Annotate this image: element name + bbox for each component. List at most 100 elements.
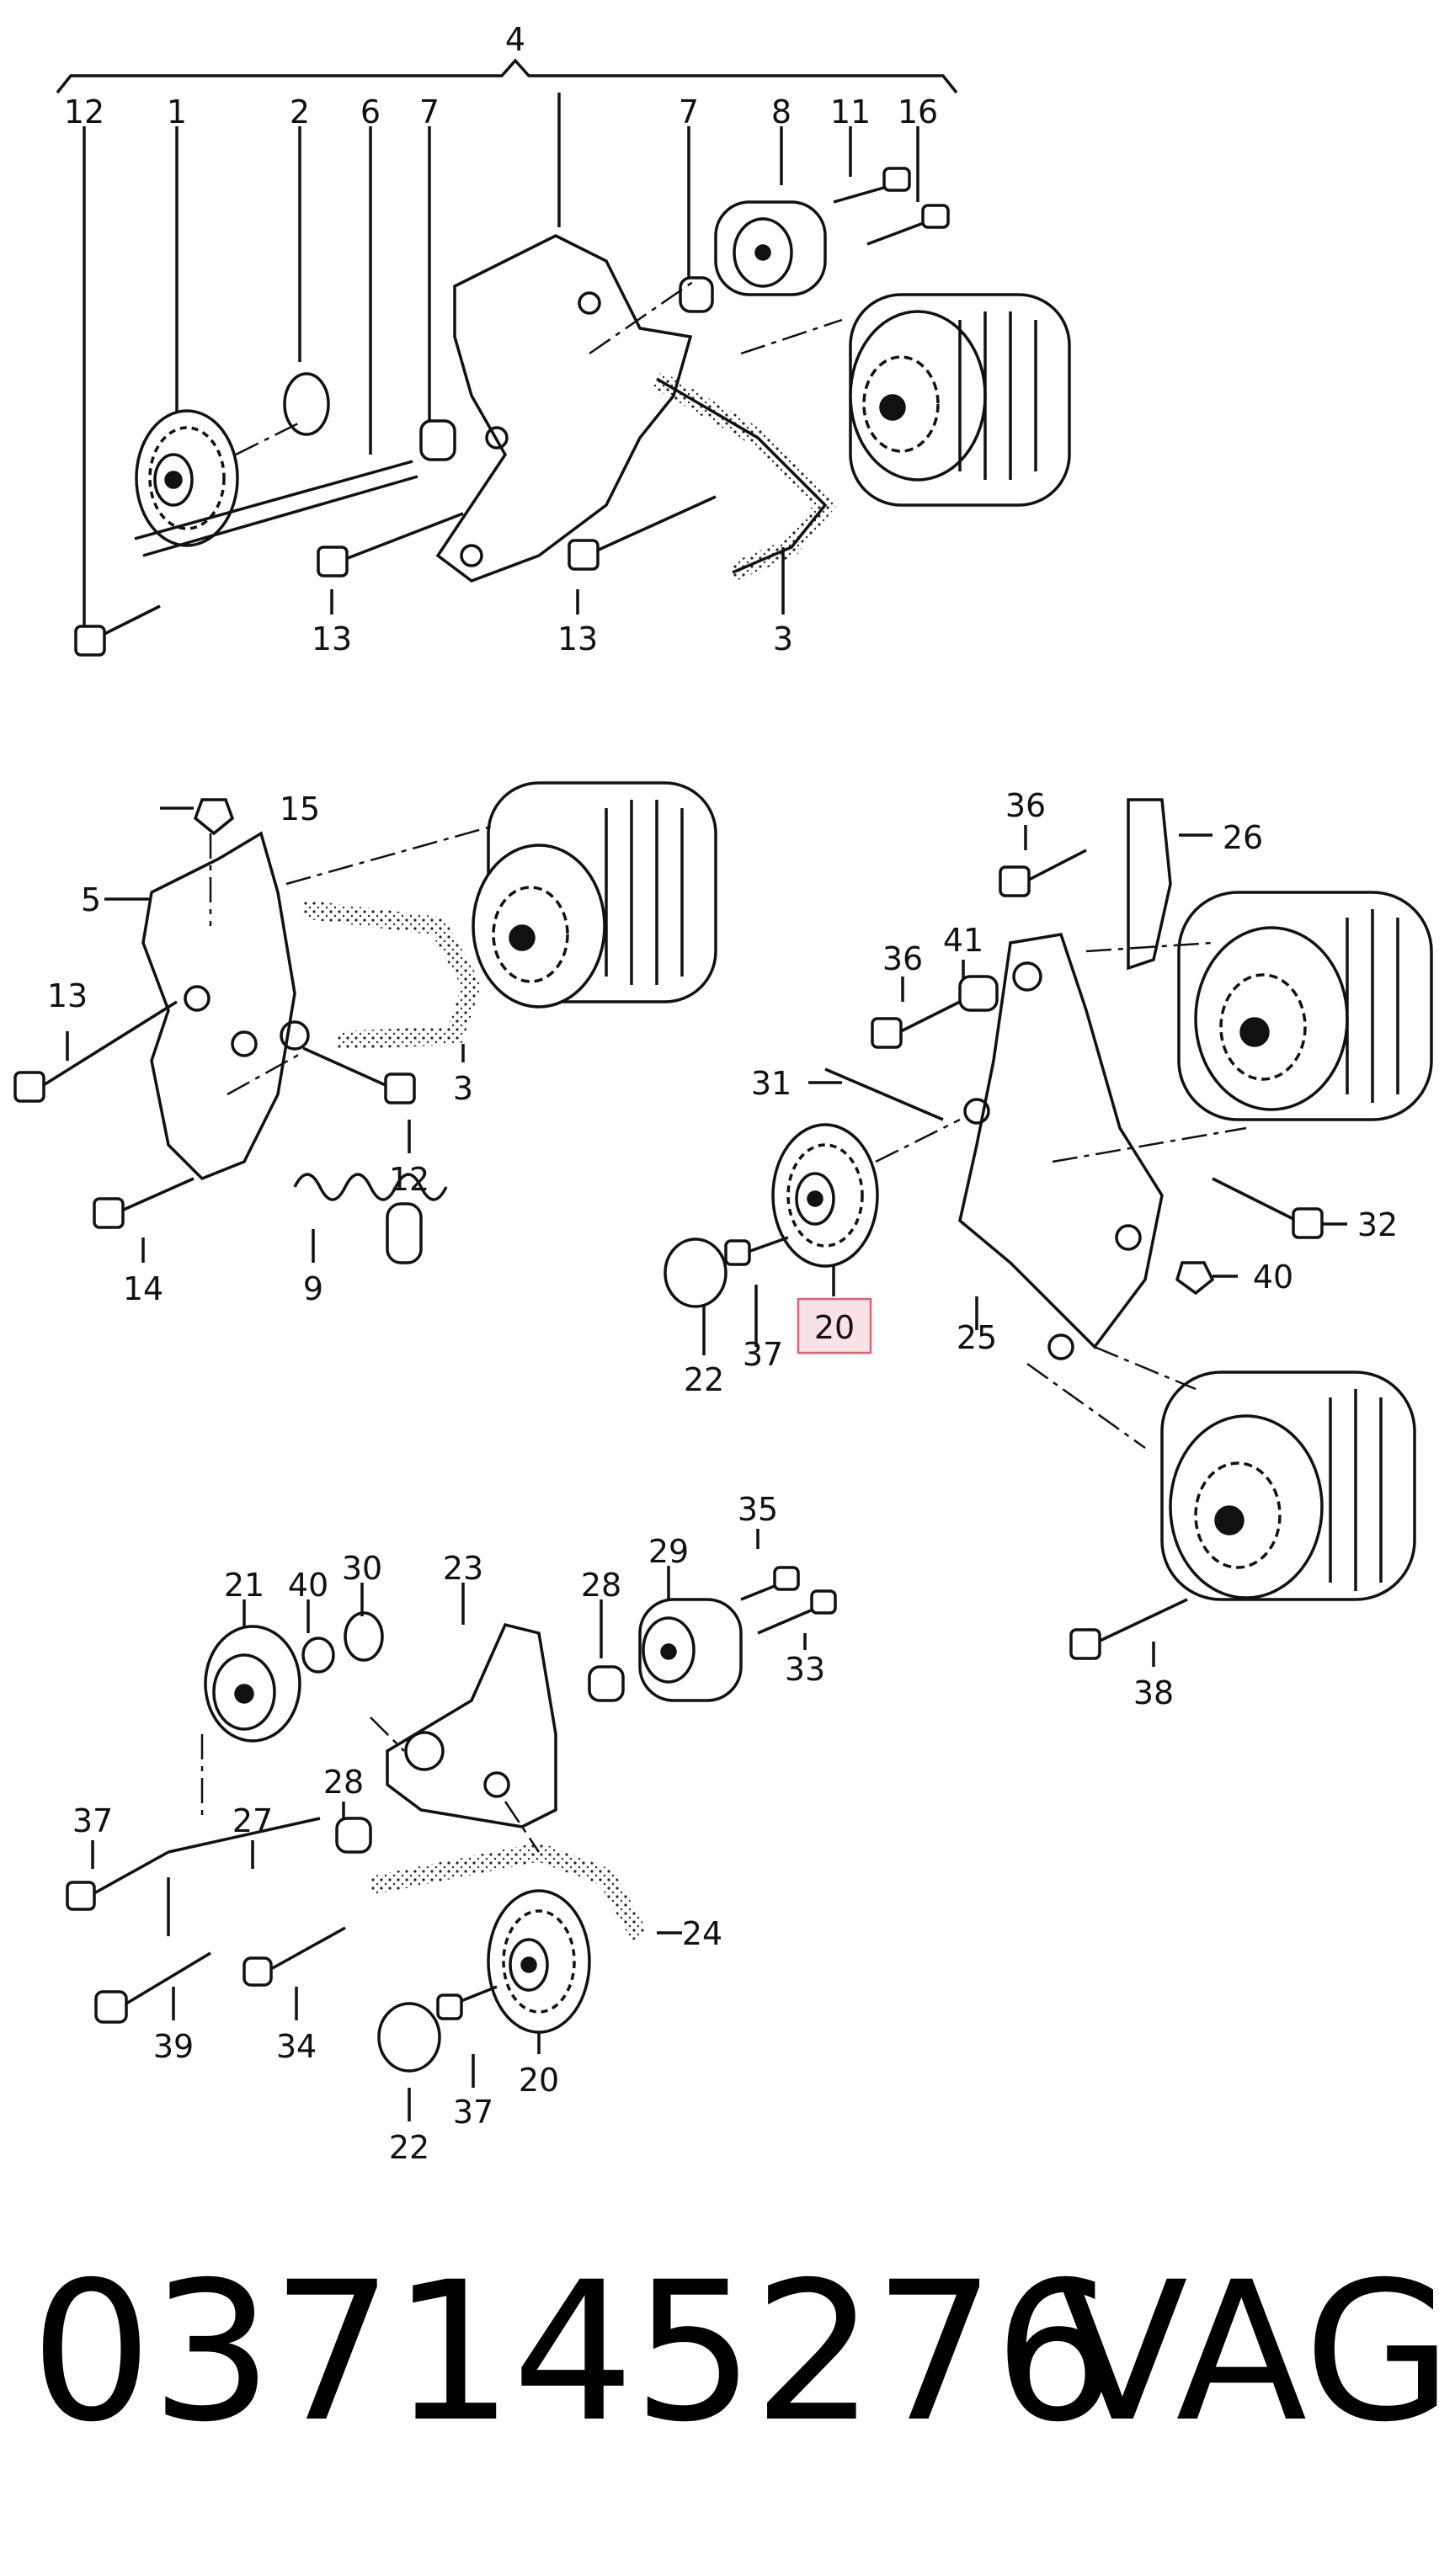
callout-label: 7 (679, 93, 699, 130)
callout-label: 35 (738, 1491, 778, 1528)
bushing-icon (419, 419, 456, 461)
callout-label: 3 (453, 1070, 473, 1107)
dust-cap-icon (664, 1237, 727, 1308)
callout-label: 14 (123, 1270, 163, 1307)
callout-label: 40 (288, 1567, 328, 1604)
callout-label: 13 (312, 620, 352, 657)
bolt-icon (125, 1951, 211, 2005)
callout-label: 40 (1253, 1259, 1293, 1296)
bushing-icon (335, 1817, 372, 1854)
callout-label: 28 (323, 1764, 364, 1801)
callout-label: 38 (1133, 1674, 1174, 1711)
callout-label: 12 (64, 93, 104, 130)
damper-icon (714, 200, 827, 296)
alternator-icon (1160, 1370, 1416, 1601)
callout-label: 3 (773, 620, 793, 657)
bolt-icon (41, 1000, 178, 1088)
bolt-icon (833, 184, 893, 204)
callout-label: 21 (224, 1567, 264, 1604)
callout-label: 11 (830, 93, 871, 130)
group-bracket (56, 58, 958, 94)
callout-label: 28 (581, 1567, 621, 1604)
callout-label: 36 (1005, 787, 1046, 824)
callout-label: 34 (276, 2028, 317, 2065)
belt-icon (652, 370, 838, 582)
exploded-parts-diagram: 4 12 1 2 6 7 7 8 11 16 13 13 3 15 5 13 3… (13, 21, 1433, 2166)
callout-label: 29 (648, 1533, 689, 1570)
belt-icon (368, 1842, 648, 1941)
bushing-icon (958, 975, 999, 1012)
bushing-icon (588, 1665, 625, 1702)
callout-label: 36 (882, 940, 923, 977)
callout-label: 22 (684, 1361, 724, 1398)
tensioner-pulley-icon (135, 409, 239, 547)
callout-label: 25 (957, 1319, 997, 1356)
callout-label: 24 (682, 1915, 722, 1952)
callout-label: 5 (81, 881, 101, 918)
idler-pulley-icon (771, 1123, 879, 1268)
assembly-middle-left (13, 781, 717, 1264)
callout-label: 23 (443, 1550, 483, 1587)
bolt-icon (269, 1926, 346, 1972)
callout-label: 32 (1357, 1206, 1398, 1243)
bracket-plate-icon (141, 831, 296, 1181)
brand-name: VAG (1057, 2240, 1439, 2464)
callout-label: 37 (743, 1336, 783, 1373)
washer-icon (301, 1637, 335, 1674)
nut-icon (193, 798, 235, 836)
callout-label: 2 (290, 93, 310, 130)
bolt-icon (898, 1000, 961, 1034)
callout-label: 30 (342, 1550, 382, 1587)
callout-label: 9 (303, 1270, 323, 1307)
bracket-icon (1127, 798, 1172, 971)
pulley-icon (204, 1625, 301, 1743)
mounting-bracket-icon (435, 234, 693, 583)
assembly-middle-right (664, 798, 1433, 1667)
callout-label: 13 (47, 977, 88, 1014)
callout-labels: 4 12 1 2 6 7 7 8 11 16 13 13 3 15 5 13 3… (47, 21, 1398, 2166)
callout-label-highlighted: 20 (814, 1309, 855, 1346)
rod-icon (168, 1817, 321, 1854)
bolt-icon (589, 495, 717, 556)
callout-label: 20 (519, 2062, 559, 2099)
callout-label: 1 (167, 93, 187, 130)
callout-label: 13 (557, 620, 598, 657)
circlip-icon (344, 1611, 384, 1662)
bolt-icon (92, 1850, 169, 1896)
callout-label: 22 (389, 2129, 429, 2166)
callout-label: 33 (785, 1651, 825, 1688)
callout-label: 39 (153, 2028, 194, 2065)
belt-icon (301, 900, 482, 1050)
callout-label: 4 (505, 21, 525, 58)
highlight-box (797, 1297, 872, 1355)
callout-label: 15 (280, 790, 320, 828)
bolt-icon (757, 1606, 818, 1635)
callout-label: 16 (898, 93, 938, 130)
alternator-icon (849, 293, 1071, 507)
bolt-icon (302, 1046, 388, 1088)
alternator-icon (472, 781, 717, 1009)
callout-label: 31 (751, 1065, 791, 1102)
callout-label: 6 (360, 93, 381, 130)
circlip-icon (283, 372, 330, 436)
stud-icon (824, 1067, 944, 1121)
bolt-icon (1212, 1177, 1298, 1222)
callout-label: 26 (1223, 819, 1263, 856)
assembly-top (56, 58, 1071, 657)
rod-icon (134, 460, 413, 540)
callout-label: 7 (419, 93, 440, 130)
bolt-icon (1026, 849, 1087, 882)
dust-cap-icon (377, 2002, 441, 2073)
bolt-icon (336, 512, 464, 564)
spring-icon (293, 1173, 448, 1201)
callout-label: 41 (943, 922, 983, 959)
assembly-bottom-left (66, 1529, 837, 2121)
nut-icon (1175, 1261, 1215, 1296)
alternator-icon (1177, 891, 1433, 1121)
damper-icon (638, 1598, 743, 1702)
callout-label: 8 (771, 93, 791, 130)
callout-label: 12 (389, 1161, 429, 1198)
part-number: 037145276 (30, 2240, 1117, 2464)
tensioner-arm-icon (386, 1622, 557, 1828)
bolt-icon (117, 1177, 195, 1214)
